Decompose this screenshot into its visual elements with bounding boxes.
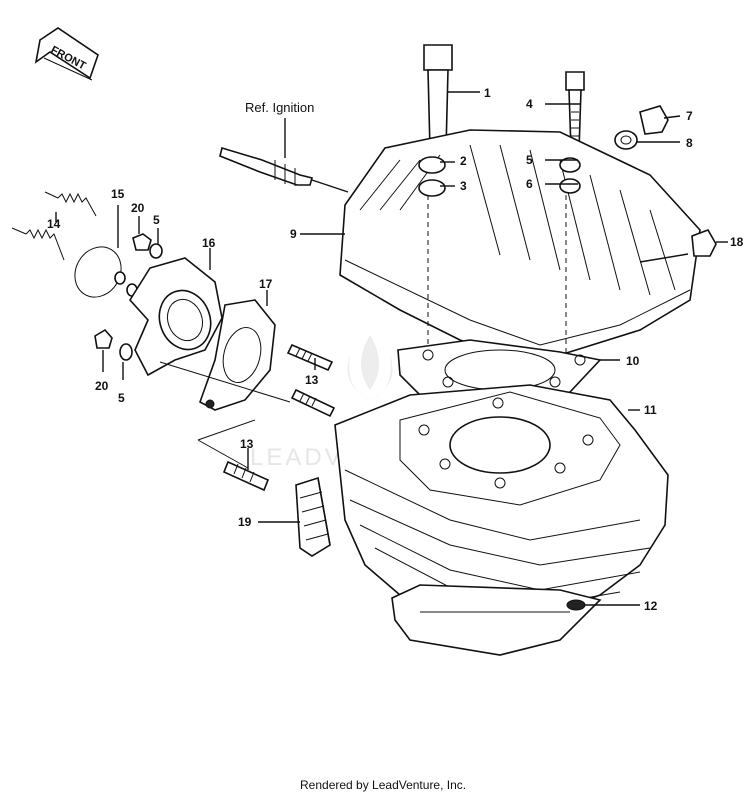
stud-13-b: [290, 388, 336, 418]
callout-4: 4: [526, 97, 533, 111]
callout-18: 18: [730, 235, 744, 249]
callout-19: 19: [238, 515, 252, 529]
callout-10: 10: [626, 354, 640, 368]
callout-1: 1: [484, 86, 491, 100]
callout-7: 7: [686, 109, 693, 123]
nut-20-bottom: [94, 328, 113, 372]
callout-9: 9: [290, 227, 297, 241]
callout-5-upper: 5: [153, 213, 160, 227]
cylinder-block: [334, 384, 669, 613]
callout-13-lower: 13: [240, 437, 254, 451]
nut-20-top: [132, 216, 152, 251]
plug-7: [639, 105, 681, 135]
callout-15: 15: [111, 187, 125, 201]
stud-13-a: [286, 343, 334, 372]
washer-5-bottom: [119, 343, 133, 380]
callout-8: 8: [686, 136, 693, 150]
callout-17: 17: [259, 277, 273, 291]
washer-5-top: [149, 228, 163, 259]
callout-20-lower: 20: [95, 379, 109, 393]
washer-8: [614, 130, 680, 150]
callout-20-upper: 20: [131, 201, 145, 215]
callout-5-head: 5: [526, 153, 533, 167]
footer-credit: Rendered by LeadVenture, Inc.: [300, 778, 466, 792]
front-arrow-icon: FRONT: [34, 27, 99, 81]
bolt-1: [423, 44, 480, 151]
ref-ignition-label: Ref. Ignition: [245, 100, 314, 115]
reed-block-19: [258, 476, 331, 557]
cap-18: [691, 229, 728, 257]
watermark-logo: [347, 335, 393, 400]
callout-5-lower: 5: [118, 391, 125, 405]
callout-11: 11: [644, 403, 657, 417]
manifold-gasket: [199, 290, 276, 411]
callout-2: 2: [460, 154, 467, 168]
callout-16: 16: [202, 236, 216, 250]
intake-manifold: [129, 248, 223, 377]
o-ring-15: [74, 205, 122, 298]
cylinder-head: [300, 129, 701, 361]
stud-13-c: [222, 448, 270, 492]
callout-12: 12: [644, 599, 658, 613]
callout-14: 14: [47, 217, 61, 231]
springs-14: [11, 191, 97, 261]
base-gasket: [391, 584, 640, 656]
spark-plug: [219, 146, 349, 193]
callout-3: 3: [460, 179, 467, 193]
callout-6: 6: [526, 177, 533, 191]
callout-13-upper: 13: [305, 373, 319, 387]
